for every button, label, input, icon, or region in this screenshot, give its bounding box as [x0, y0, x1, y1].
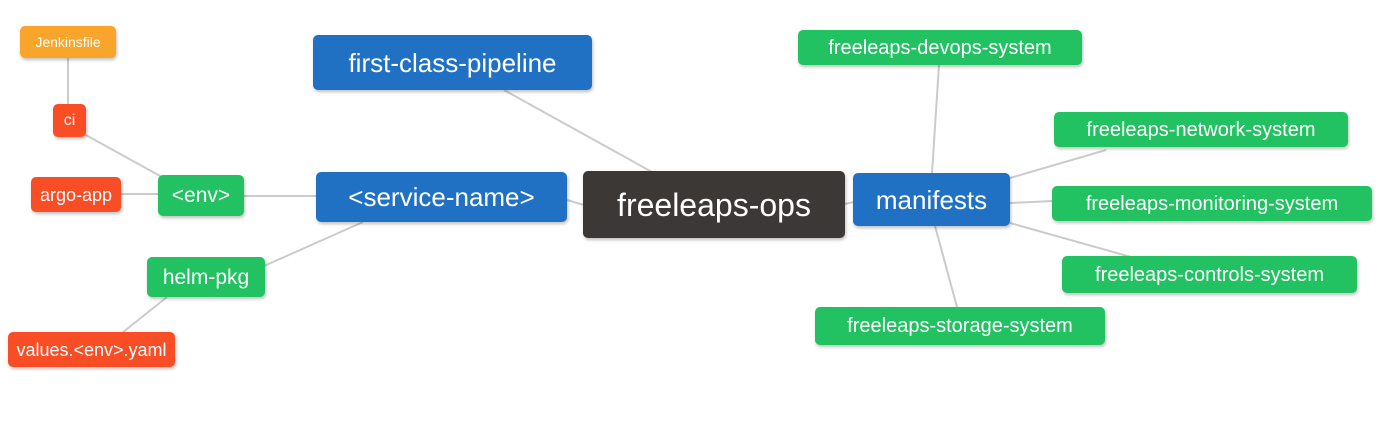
edge-manifests-devops-system: [931, 64, 940, 174]
edge-manifests-monitoring-system: [1009, 200, 1054, 204]
node-label: argo-app: [39, 184, 113, 205]
edge-helm-pkg-values-env-yaml: [121, 296, 168, 334]
node-jenkinsfile[interactable]: Jenkinsfile: [20, 26, 116, 58]
node-first-class-pipeline[interactable]: first-class-pipeline: [313, 35, 592, 90]
node-label: values.<env>.yaml: [16, 339, 167, 360]
node-helm-pkg[interactable]: helm-pkg: [147, 257, 265, 297]
node-storage-system[interactable]: freeleaps-storage-system: [815, 307, 1105, 345]
node-label: freeleaps-controls-system: [1095, 263, 1324, 286]
node-controls-system[interactable]: freeleaps-controls-system: [1062, 256, 1357, 293]
edge-service-name-freeleaps-ops: [566, 199, 585, 206]
node-devops-system[interactable]: freeleaps-devops-system: [798, 30, 1082, 65]
node-ci[interactable]: ci: [53, 104, 86, 137]
edge-service-name-helm-pkg: [263, 221, 364, 267]
edge-first-class-pipeline-freeleaps-ops: [503, 89, 653, 173]
node-label: freeleaps-monitoring-system: [1085, 192, 1339, 215]
node-label: <service-name>: [348, 182, 535, 212]
node-env[interactable]: <env>: [158, 175, 244, 216]
node-label: freeleaps-ops: [617, 186, 811, 223]
node-label: <env>: [171, 184, 231, 207]
node-freeleaps-ops[interactable]: freeleaps-ops: [583, 171, 845, 238]
node-label: freeleaps-devops-system: [828, 36, 1052, 59]
node-label: helm-pkg: [162, 265, 250, 289]
node-manifests[interactable]: manifests: [853, 173, 1010, 226]
edge-manifests-controls-system: [1009, 222, 1132, 258]
edge-manifests-network-system: [1009, 149, 1107, 179]
node-monitoring-system[interactable]: freeleaps-monitoring-system: [1052, 186, 1372, 221]
node-network-system[interactable]: freeleaps-network-system: [1054, 112, 1348, 147]
node-label: ci: [63, 111, 76, 129]
node-label: manifests: [875, 184, 988, 215]
node-label: first-class-pipeline: [348, 47, 557, 78]
node-values-env-yaml[interactable]: values.<env>.yaml: [8, 332, 175, 367]
node-label: freeleaps-network-system: [1086, 118, 1316, 141]
node-label: Jenkinsfile: [35, 34, 101, 50]
node-label: freeleaps-storage-system: [847, 315, 1073, 337]
edge-manifests-storage-system: [934, 225, 958, 308]
node-service-name[interactable]: <service-name>: [316, 172, 567, 222]
node-argo-app[interactable]: argo-app: [31, 177, 121, 212]
edge-ci-env: [83, 133, 163, 178]
